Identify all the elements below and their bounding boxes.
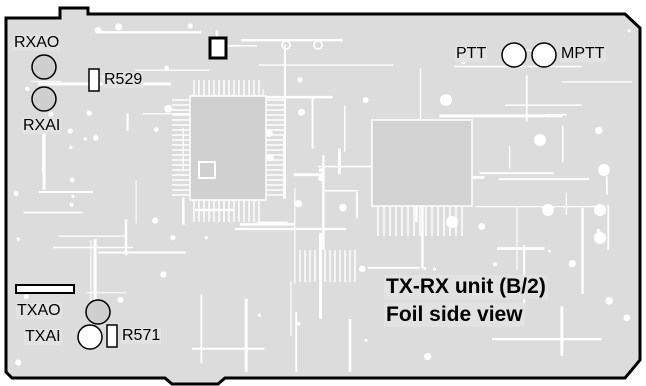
solder-pad xyxy=(115,23,123,31)
solder-pad xyxy=(318,168,323,173)
solder-pad xyxy=(547,249,551,253)
solder-pad xyxy=(598,164,610,176)
txao-label: TXAO xyxy=(16,302,62,319)
solder-pad xyxy=(478,223,486,230)
solder-pad xyxy=(117,296,124,303)
solder-pad xyxy=(24,86,30,92)
solder-pad xyxy=(596,229,601,233)
solder-pad xyxy=(160,271,167,278)
solder-pad xyxy=(364,338,368,342)
txai-test-point xyxy=(77,324,103,350)
via-top-2 xyxy=(313,40,323,50)
diagram-title-line2: Foil side view xyxy=(384,303,525,327)
solder-pad xyxy=(297,109,305,116)
solder-pad xyxy=(13,190,19,197)
solder-pad xyxy=(83,137,87,141)
solder-pad xyxy=(152,217,159,224)
solder-pad xyxy=(627,29,631,33)
connector-pad-top xyxy=(208,36,228,60)
solder-pad xyxy=(170,235,176,241)
solder-pad xyxy=(594,204,606,216)
solder-pad xyxy=(69,145,73,150)
solder-pad xyxy=(440,94,452,106)
solder-pad xyxy=(187,23,193,29)
solder-pad xyxy=(265,129,273,138)
solder-pad xyxy=(534,134,546,146)
txao-connector-bar xyxy=(15,284,75,294)
solder-pad xyxy=(297,77,303,83)
rxao-label: RXAO xyxy=(13,34,61,51)
solder-pad xyxy=(257,313,262,318)
rxai-test-point xyxy=(31,86,57,112)
ic-chip xyxy=(189,95,267,201)
solder-pad xyxy=(69,177,75,183)
solder-pad xyxy=(594,232,606,244)
solder-pad xyxy=(595,126,603,135)
solder-pad xyxy=(423,266,427,270)
solder-pad xyxy=(154,127,159,133)
r571-resistor xyxy=(106,324,118,348)
solder-pad xyxy=(67,128,73,134)
solder-pad xyxy=(362,97,369,104)
solder-pad xyxy=(623,314,631,322)
solder-pad xyxy=(164,65,169,71)
solder-pad xyxy=(71,194,75,198)
solder-pad xyxy=(446,216,458,228)
mptt-label: MPTT xyxy=(560,45,606,62)
solder-pad xyxy=(69,202,74,207)
txao-test-point xyxy=(85,299,111,325)
via-top-1 xyxy=(281,40,291,50)
solder-pad xyxy=(424,352,432,361)
diagram-title-line1: TX-RX unit (B/2) xyxy=(384,275,548,299)
solder-pad xyxy=(318,175,325,182)
solder-pad xyxy=(358,265,366,273)
solder-pad xyxy=(23,293,29,300)
solder-pad xyxy=(204,236,208,240)
solder-pad xyxy=(542,204,554,216)
solder-pad xyxy=(94,27,102,34)
ptt-test-point xyxy=(501,42,527,68)
solder-pad xyxy=(16,237,21,241)
mptt-test-point xyxy=(531,42,557,68)
solder-pad xyxy=(15,359,22,366)
solder-pad xyxy=(568,259,576,268)
rxai-label: RXAI xyxy=(22,117,62,134)
solder-pad xyxy=(432,267,437,271)
solder-pad xyxy=(339,203,347,212)
solder-pad xyxy=(492,262,497,267)
solder-pad xyxy=(266,154,274,162)
r529-label: R529 xyxy=(103,71,144,88)
solder-pad xyxy=(48,111,54,118)
solder-pad xyxy=(93,135,99,141)
ptt-label: PTT xyxy=(455,45,488,62)
solder-pad xyxy=(296,322,301,326)
solder-pad xyxy=(605,296,613,305)
r529-resistor xyxy=(88,68,100,92)
txai-label: TXAI xyxy=(24,328,62,345)
solder-pad xyxy=(164,104,173,113)
solder-pad xyxy=(86,110,92,116)
rxao-test-point xyxy=(31,54,57,80)
r571-label: R571 xyxy=(121,327,162,344)
ic-chip-right xyxy=(371,119,473,207)
solder-pad xyxy=(294,199,303,208)
